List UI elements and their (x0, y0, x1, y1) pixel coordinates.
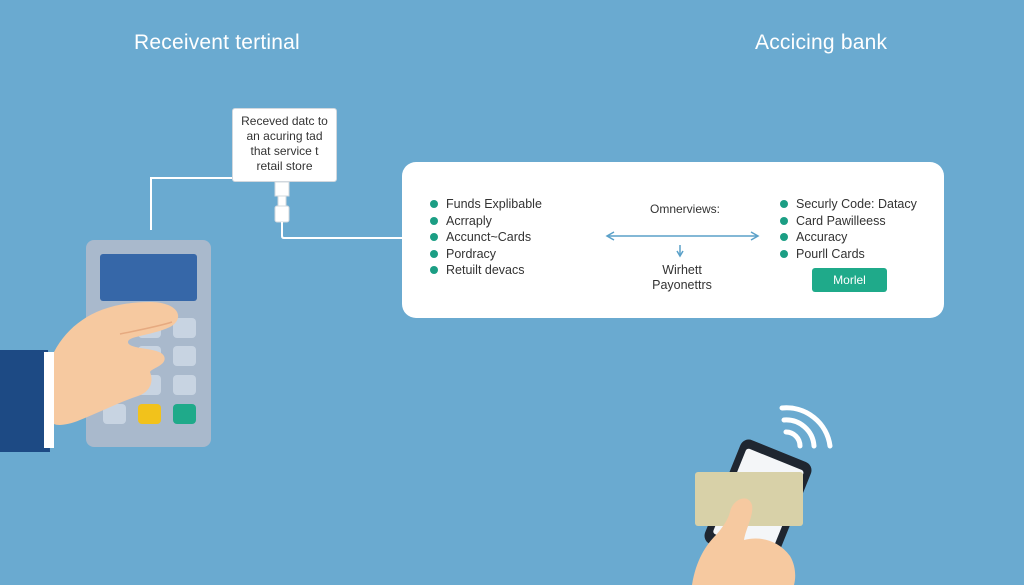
model-button[interactable]: Morlel (812, 268, 887, 292)
list-item-label: Securly Code: Datacy (796, 197, 917, 212)
list-item: Pordracy (430, 246, 542, 263)
list-item-label: Funds Explibable (446, 197, 542, 212)
bullet-icon (780, 200, 788, 209)
list-item-label: Card Pawilleess (796, 213, 886, 228)
list-item: Pourll Cards (780, 246, 917, 263)
list-item-label: Acrraply (446, 213, 492, 228)
list-item-label: Retuilt devacs (446, 263, 525, 278)
list-item-label: Pourll Cards (796, 246, 865, 261)
bullet-icon (430, 233, 438, 242)
acquiring-bank-title: Accicing bank (755, 31, 888, 54)
middle-heading: Omnerviews: (650, 202, 721, 216)
info-panel: Funds Explibable Acrraply Accunct~Cards … (402, 162, 944, 318)
callout-box: Receved datc to an acuring tad that serv… (232, 108, 337, 182)
connector-plug-icon (274, 181, 290, 223)
card-icon (695, 472, 803, 526)
left-feature-list: Funds Explibable Acrraply Accunct~Cards … (430, 196, 542, 279)
middle-label-line: Payonettrs (652, 278, 712, 292)
bullet-icon (780, 216, 788, 225)
bullet-icon (780, 249, 788, 258)
connector-line-terminal (150, 177, 232, 230)
callout-line: retail store (256, 159, 313, 173)
hand-icon (0, 302, 179, 452)
hand-phone-icon (692, 498, 796, 585)
list-item-label: Pordracy (446, 246, 497, 261)
list-item: Acrraply (430, 213, 542, 230)
callout-line: that service t (250, 144, 319, 158)
list-item: Funds Explibable (430, 196, 542, 213)
list-item: Accunct~Cards (430, 229, 542, 246)
panel-arrows (605, 231, 760, 258)
middle-label: Wirhett Payonettrs (642, 263, 722, 293)
receiving-terminal-title: Receivent tertinal (134, 31, 300, 54)
arrow-down-icon (676, 245, 684, 258)
list-item: Accuracy (780, 229, 917, 246)
connector-line-panel (281, 222, 402, 239)
bullet-icon (430, 266, 438, 275)
right-feature-list: Securly Code: Datacy Card Pawilleess Acc… (780, 196, 917, 262)
list-item-label: Accuracy (796, 230, 848, 245)
bullet-icon (780, 233, 788, 242)
list-item: Card Pawilleess (780, 213, 917, 230)
list-item: Securly Code: Datacy (780, 196, 917, 213)
list-item: Retuilt devacs (430, 262, 542, 279)
callout-line: Receved datc to (241, 114, 328, 128)
bullet-icon (430, 216, 438, 225)
bullet-icon (430, 200, 438, 209)
arrow-left-right-icon (605, 231, 760, 241)
middle-label-line: Wirhett (662, 263, 702, 277)
contactless-icon (779, 405, 833, 449)
bullet-icon (430, 249, 438, 258)
callout-line: an acuring tad (246, 129, 323, 143)
list-item-label: Accunct~Cards (446, 230, 532, 245)
